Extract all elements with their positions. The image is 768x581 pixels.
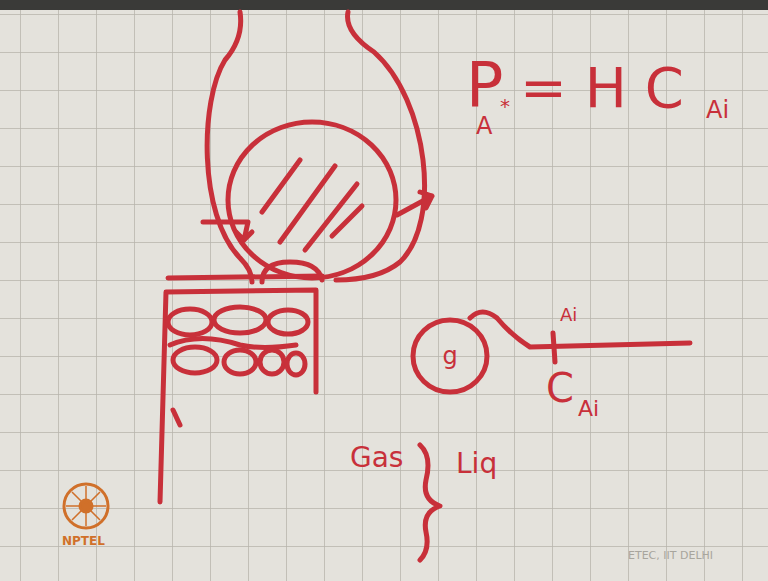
node-text-holder: g bbox=[410, 316, 490, 396]
gas-bubble: g bbox=[410, 316, 490, 396]
top-edge bbox=[0, 0, 768, 10]
watermark: ETEC, IIT DELHI bbox=[628, 550, 713, 561]
subscript: A bbox=[476, 114, 492, 138]
interface-label: Ai bbox=[560, 306, 577, 324]
gas-inlet bbox=[203, 222, 252, 240]
interface-tick bbox=[553, 333, 555, 362]
subscript: Ai bbox=[578, 398, 599, 420]
cap-outline-right bbox=[336, 12, 425, 280]
hatching bbox=[262, 160, 362, 250]
gas-liquid-bracket bbox=[420, 445, 440, 560]
phase-label: Liq bbox=[456, 450, 497, 478]
subscript: Ai bbox=[706, 98, 729, 122]
phase-label: Gas bbox=[350, 444, 403, 472]
sieve-plate bbox=[168, 276, 322, 278]
henry-law-equation: = H C bbox=[520, 60, 684, 116]
variable-symbol: P bbox=[466, 54, 503, 116]
concentration-profile bbox=[470, 312, 690, 347]
nptel-logo bbox=[64, 484, 108, 528]
equilibrium-mark: * bbox=[500, 96, 510, 116]
logo-text: NPTEL bbox=[62, 535, 105, 547]
bubble-circle bbox=[228, 122, 396, 278]
circle-stroke bbox=[413, 320, 487, 392]
column-wall bbox=[160, 290, 316, 502]
concentration-symbol: C bbox=[546, 368, 574, 408]
node-label: g bbox=[442, 344, 457, 368]
